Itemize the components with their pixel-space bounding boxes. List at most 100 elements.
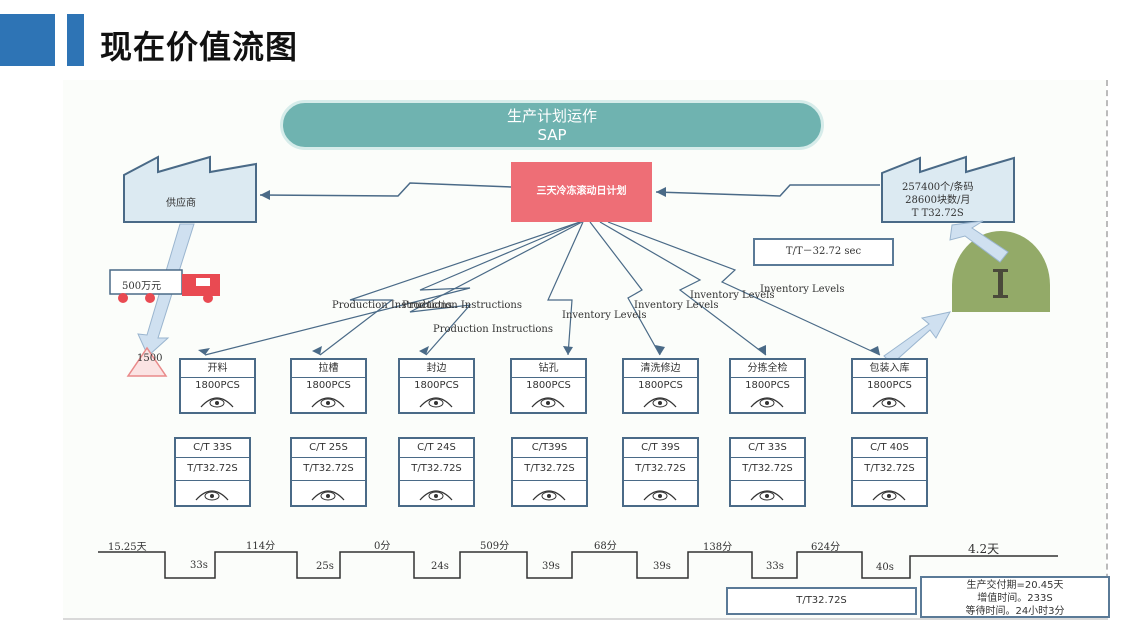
data-box-cleaning: C/T 39S T/T32.72S <box>622 437 699 507</box>
raw-inventory-label: 1500 <box>137 353 163 364</box>
info-label-il2: Inventory Levels <box>634 300 719 311</box>
timeline-va-1: 33s <box>190 560 208 571</box>
process-name: 包装入库 <box>853 360 926 378</box>
timeline-line <box>98 551 1058 579</box>
cycle-time: C/T 40S <box>853 439 926 458</box>
plan-to-supplier-flow <box>259 182 512 197</box>
header-accent-block <box>0 14 55 66</box>
data-box-cutting: C/T 33S T/T32.72S <box>174 437 251 507</box>
sap-production-control: 生产计划运作 SAP <box>280 100 824 150</box>
customer-line2: 28600块数/月 <box>905 195 971 206</box>
process-name: 清洗修边 <box>624 360 697 378</box>
eye-icon <box>200 397 234 408</box>
info-label-pi2: Production Instructions <box>402 300 522 311</box>
process-qty: 1800PCS <box>306 380 351 391</box>
bottom-divider <box>63 618 1108 620</box>
process-qty: 1800PCS <box>638 380 683 391</box>
info-label-il1: Inventory Levels <box>562 310 647 321</box>
timeline-wait-5: 68分 <box>594 541 617 552</box>
eye-icon <box>532 490 566 501</box>
dashed-border <box>1106 80 1108 620</box>
process-box-packing: 包装入库 1800PCS <box>851 358 928 414</box>
data-box-packing: C/T 40S T/T32.72S <box>851 437 928 507</box>
supplier-factory-icon <box>123 155 257 223</box>
customer-supermarket-icon <box>952 231 1050 312</box>
eye-icon <box>419 397 453 408</box>
takt-time: T/T32.72S <box>176 458 249 481</box>
customer-to-plan-flow <box>655 184 880 197</box>
info-label-il3: Inventory Levels <box>690 290 775 301</box>
header-accent-bar <box>67 14 84 66</box>
timeline-va-7: 40s <box>876 562 894 573</box>
timeline-wait-7: 624分 <box>811 542 841 553</box>
process-name: 分拣全检 <box>731 360 804 378</box>
takt-time: T/T32.72S <box>292 458 365 481</box>
summary-lead-time: 生产交付期=20.45天 <box>966 580 1064 591</box>
inventory-triangle-icon <box>126 346 168 377</box>
process-qty: 1800PCS <box>195 380 240 391</box>
pack-to-dome-arrow <box>883 311 951 365</box>
timeline-wait-2: 114分 <box>246 541 276 552</box>
info-label-pi1: Production Instructions <box>332 300 452 311</box>
process-box-sorting: 分拣全检 1800PCS <box>729 358 806 414</box>
cycle-time: C/T 24S <box>400 439 473 458</box>
process-name: 开料 <box>181 360 254 378</box>
timeline-wait-1: 15.25天 <box>108 542 147 553</box>
timeline-wait-6: 138分 <box>703 542 733 553</box>
cycle-time: C/T 39S <box>624 439 697 458</box>
takt-time: T/T32.72S <box>513 458 586 481</box>
eye-icon <box>311 490 345 501</box>
process-qty: 1800PCS <box>414 380 459 391</box>
cycle-time: C/T 33S <box>731 439 804 458</box>
eye-icon <box>531 397 565 408</box>
timeline-va-3: 24s <box>431 561 449 572</box>
summary-wait-time: 等待时间。24小时3分 <box>965 606 1065 617</box>
truck-label: 500万元 <box>122 281 162 292</box>
takt-time: T/T32.72S <box>400 458 473 481</box>
cycle-time: C/T 25S <box>292 439 365 458</box>
takt-time-box: T/T－32.72 sec <box>753 238 894 266</box>
process-name: 钻孔 <box>512 360 585 378</box>
info-label-il4: Inventory Levels <box>760 284 845 295</box>
process-name: 封边 <box>400 360 473 378</box>
timeline-wait-4: 509分 <box>480 541 510 552</box>
sap-line2: SAP <box>537 126 567 144</box>
timeline-wait-3: 0分 <box>374 541 391 552</box>
customer-line1: 257400个/条码 <box>902 182 974 193</box>
data-box-sorting: C/T 33S T/T32.72S <box>729 437 806 507</box>
dome-to-customer-arrow <box>949 220 1009 263</box>
process-qty: 1800PCS <box>526 380 571 391</box>
timeline-va-6: 33s <box>766 561 784 572</box>
page-title: 现在价值流图 <box>100 28 299 66</box>
process-qty: 1800PCS <box>745 380 790 391</box>
eye-icon <box>872 397 906 408</box>
eye-icon <box>750 397 784 408</box>
process-box-cutting: 开料 1800PCS <box>179 358 256 414</box>
customer-factory-icon <box>881 155 1015 223</box>
process-box-grooving: 拉槽 1800PCS <box>290 358 367 414</box>
eye-icon <box>643 397 677 408</box>
timeline-va-5: 39s <box>653 561 671 572</box>
takt-time: T/T32.72S <box>731 458 804 481</box>
customer-info: 257400个/条码 28600块数/月 T T32.72S <box>902 181 974 220</box>
process-box-cleaning: 清洗修边 1800PCS <box>622 358 699 414</box>
eye-icon <box>419 490 453 501</box>
process-box-edging: 封边 1800PCS <box>398 358 475 414</box>
info-label-pi3: Production Instructions <box>433 324 553 335</box>
process-qty: 1800PCS <box>867 380 912 391</box>
process-name: 拉槽 <box>292 360 365 378</box>
summary-value-added: 增值时间。233S <box>977 593 1053 604</box>
cycle-time: C/T39S <box>513 439 586 458</box>
supplier-label: 供应商 <box>166 198 196 209</box>
timeline-va-2: 25s <box>316 561 334 572</box>
data-box-grooving: C/T 25S T/T32.72S <box>290 437 367 507</box>
customer-line3: T T32.72S <box>911 208 964 219</box>
truck-icon <box>109 269 220 303</box>
sap-line1: 生产计划运作 <box>506 107 597 125</box>
timeline-takt-box: T/T32.72S <box>726 587 917 615</box>
eye-icon <box>195 490 229 501</box>
process-box-drilling: 钻孔 1800PCS <box>510 358 587 414</box>
schedule-plan-box: 三天冷冻滚动日计划 <box>511 162 652 222</box>
eye-icon <box>750 490 784 501</box>
